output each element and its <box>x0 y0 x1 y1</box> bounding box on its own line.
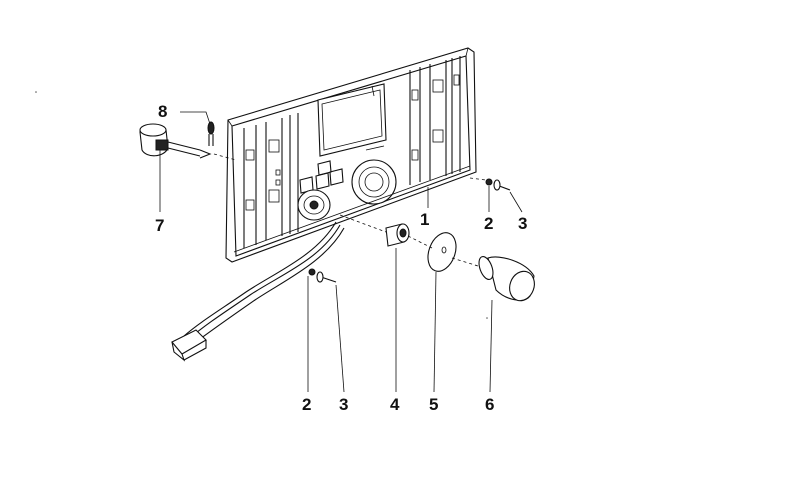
trim-disc <box>427 232 457 272</box>
callout-2-right: 2 <box>484 214 493 233</box>
screw-set-right <box>485 178 511 191</box>
callout-5: 5 <box>429 395 438 414</box>
callout-3-left: 3 <box>339 395 348 414</box>
switch-assembly <box>139 121 215 159</box>
instrument-panel <box>225 47 477 263</box>
callout-7: 7 <box>155 216 164 235</box>
callout-4: 4 <box>390 395 400 414</box>
control-knob <box>478 255 535 302</box>
callout-3-right: 3 <box>518 214 527 233</box>
callout-2-left: 2 <box>302 395 311 414</box>
knob-insert <box>385 223 410 247</box>
callout-8: 8 <box>158 102 167 121</box>
wiring-harness <box>171 221 345 362</box>
callout-1: 1 <box>420 210 429 229</box>
screw-set-left <box>308 268 337 283</box>
callout-6: 6 <box>485 395 494 414</box>
